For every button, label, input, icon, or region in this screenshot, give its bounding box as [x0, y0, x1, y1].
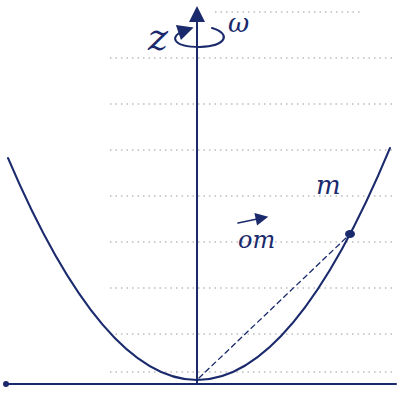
vector-arrow — [238, 218, 262, 223]
axis-end-dot — [4, 382, 8, 386]
mass-dot — [345, 230, 355, 238]
axis-label: z — [148, 18, 168, 56]
notebook-lines — [110, 12, 395, 372]
position-dashed-line — [199, 236, 348, 378]
parabola-curve — [8, 148, 390, 380]
angular-velocity-label: ω — [228, 10, 249, 36]
rotation-arrow — [175, 28, 224, 47]
vertical-axis — [196, 14, 198, 384]
horizontal-axis — [5, 383, 396, 385]
mass-label: m — [316, 172, 341, 198]
vector-label: om — [238, 228, 275, 252]
